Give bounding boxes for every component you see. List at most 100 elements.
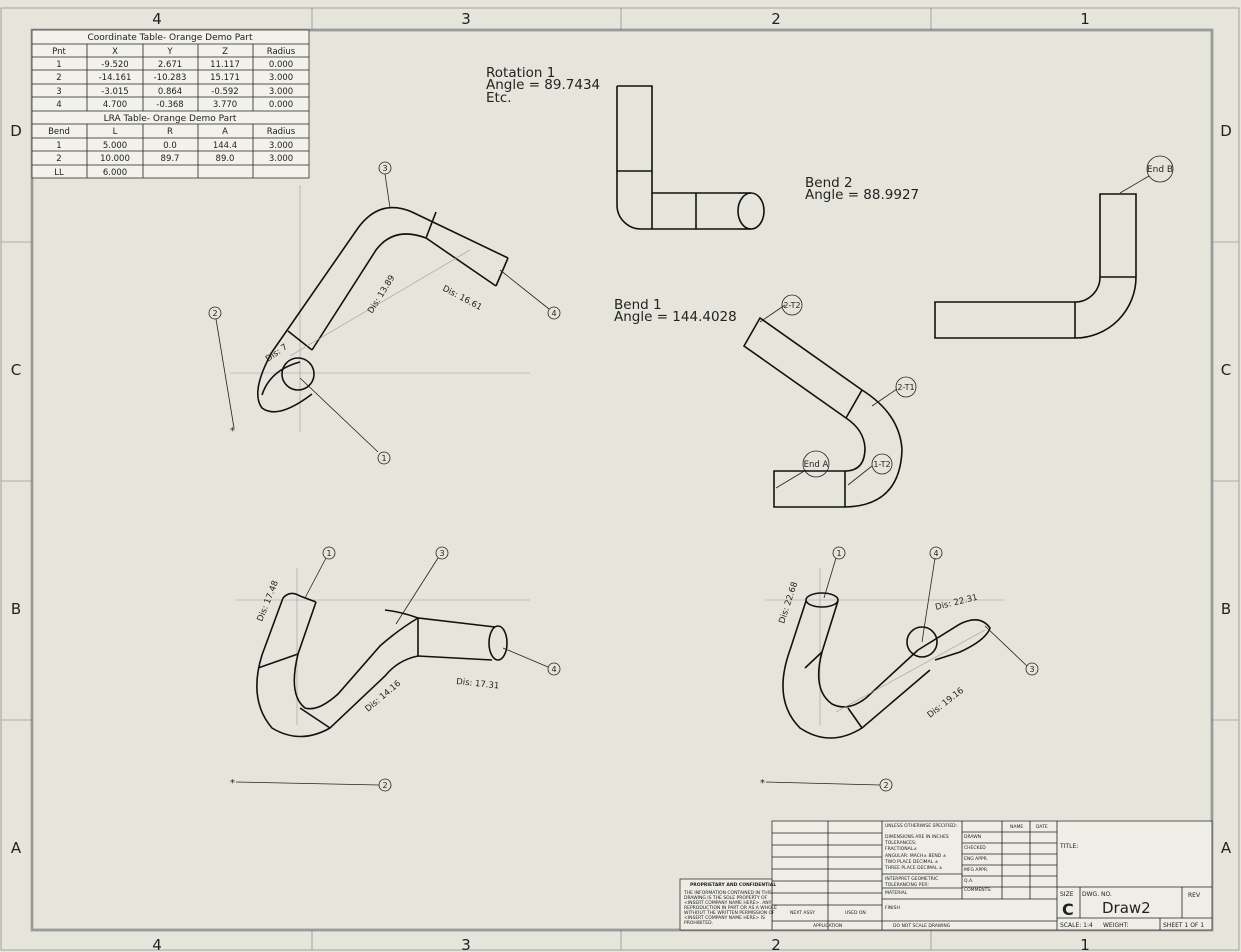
table-cell: 3.000 (269, 154, 293, 164)
balloon-2-t1-label: 2-T1 (897, 383, 914, 392)
note-rotation-title: Rotation 1 (486, 65, 555, 81)
balloon-1[interactable] (832, 546, 846, 560)
balloon-2[interactable] (208, 306, 222, 320)
balloon-2-t2[interactable] (781, 294, 803, 316)
tb-dims-in: DIMENSIONS ARE IN INCHES (885, 834, 949, 840)
coord-header-z: Z (222, 47, 228, 57)
table-cell: -14.161 (99, 73, 132, 83)
zone-right-a: A (1221, 839, 1232, 857)
lra-header-r: R (167, 127, 173, 137)
balloon-1-label: 1 (836, 549, 841, 558)
note-rotation-etc: Etc. (486, 90, 512, 106)
table-cell: 3.000 (269, 141, 293, 151)
tb-interpret: INTERPRET GEOMETRIC (885, 876, 938, 882)
balloon-2[interactable] (879, 778, 893, 792)
balloon-4[interactable] (929, 546, 943, 560)
dim-label: Dis: 17.31 (456, 677, 500, 691)
view-top-l[interactable] (616, 85, 765, 230)
table-cell: 0.000 (269, 60, 293, 70)
outer-border (0, 7, 1240, 951)
balloon-2[interactable] (378, 778, 392, 792)
table-cell: 1 (56, 141, 61, 151)
table-cell: 11.117 (210, 60, 240, 70)
view-bottom-left[interactable]: 1 * 2 3 4 Dis: 17.48 Dis: 14.16 Dis: 17.… (230, 546, 561, 792)
table-cell: 3.000 (269, 87, 293, 97)
tb-dwg-no-label: DWG. NO. (1082, 891, 1112, 898)
lra-header-a: A (222, 127, 228, 137)
balloon-end-b[interactable] (1146, 155, 1174, 183)
table-cell: LL (54, 168, 64, 178)
zone-bottom-4: 4 (152, 936, 162, 952)
tb-angular: ANGULAR: MACH± BEND ± (885, 853, 947, 859)
tb-three-place: THREE PLACE DECIMAL ± (884, 865, 943, 871)
balloon-end-a[interactable] (802, 450, 830, 478)
table-cell: 0.0 (163, 141, 177, 151)
balloon-1[interactable] (377, 451, 391, 465)
table-cell: 4.700 (103, 100, 127, 110)
zone-left-b: B (11, 600, 21, 618)
dim-label: Dis: 22.31 (934, 593, 978, 613)
table-cell: -0.368 (156, 100, 183, 110)
tb-prop-line: REPRODUCTION IN PART OR AS A WHOLE (684, 905, 777, 911)
tb-used-on: USED ON (845, 910, 866, 916)
tb-comments: COMMENTS: (964, 887, 992, 893)
balloon-1-label: 1 (381, 454, 386, 463)
zone-top-4: 4 (152, 10, 162, 28)
balloon-3[interactable] (435, 546, 449, 560)
dim-label: Dis: 13.89 (366, 274, 397, 316)
tb-eng-appr: ENG APPR. (964, 856, 988, 862)
zone-left-a: A (11, 839, 22, 857)
note-bend1-angle: Angle = 144.4028 (614, 309, 737, 325)
tb-sheet: SHEET 1 OF 1 (1163, 922, 1204, 929)
dim-label: Dis: 16.61 (441, 284, 484, 313)
table-cell: 0.864 (158, 87, 182, 97)
balloon-2-t2-label: 2-T2 (783, 301, 800, 310)
table-cell: -9.520 (101, 60, 128, 70)
view-right-l[interactable]: End B (934, 155, 1174, 339)
zone-right-d: D (1220, 122, 1232, 140)
tb-prop-line: <INSERT COMPANY NAME HERE>. ANY (684, 900, 772, 906)
zone-top-2: 2 (771, 10, 781, 28)
table-cell: 6.000 (103, 168, 127, 178)
balloon-3-label: 3 (382, 164, 387, 173)
tb-prop-line: <INSERT COMPANY NAME HERE> IS (684, 915, 765, 921)
zone-bottom-2: 2 (771, 936, 781, 952)
lra-header-l: L (113, 127, 118, 137)
view-bottom-right[interactable]: 1 * 2 3 4 Dis: 22.68 Dis: 22.31 Dis: 19.… (760, 546, 1039, 792)
view-bend[interactable]: 2-T2 2-T1 1-T2 End A (742, 294, 917, 508)
coordinate-table[interactable]: Coordinate Table- Orange Demo Part Pnt X… (31, 29, 310, 179)
coord-header-radius: Radius (267, 47, 296, 57)
view-iso[interactable]: 1 * 2 3 4 Dis: 13.89 Dis: 16.61 Dis: 7 (208, 161, 561, 465)
lra-header-radius: Radius (267, 127, 296, 137)
tb-scale: SCALE: 1:4 (1060, 922, 1093, 929)
dim-label: Dis: 17.48 (256, 579, 281, 623)
balloon-2-t1[interactable] (895, 376, 917, 398)
tb-prop-line: DRAWING IS THE SOLE PROPERTY OF (684, 895, 768, 901)
balloon-1[interactable] (322, 546, 336, 560)
balloon-3[interactable] (378, 161, 392, 175)
balloon-3[interactable] (1025, 662, 1039, 676)
title-block[interactable]: UNLESS OTHERWISE SPECIFIED: NAME DATE DI… (679, 820, 1213, 931)
balloon-end-b-label: End B (1147, 165, 1173, 175)
balloon-1-t2[interactable] (871, 453, 893, 475)
point-marker: * (760, 778, 765, 789)
balloon-4-label: 4 (933, 549, 938, 558)
coord-table-title: Coordinate Table- Orange Demo Part (87, 33, 253, 43)
tb-weight: WEIGHT: (1103, 922, 1129, 929)
balloon-4[interactable] (547, 662, 561, 676)
table-cell: 5.000 (103, 141, 127, 151)
tb-prop-title: PROPRIETARY AND CONFIDENTIAL (690, 882, 776, 888)
table-cell: 10.000 (100, 154, 130, 164)
balloon-4-label: 4 (551, 665, 556, 674)
balloon-4[interactable] (547, 306, 561, 320)
table-cell: 89.0 (216, 154, 235, 164)
tb-mfg-appr: MFG APPR. (964, 867, 988, 873)
table-cell: 3.000 (269, 73, 293, 83)
balloon-1-t2-label: 1-T2 (873, 460, 890, 469)
table-cell: 2 (56, 73, 61, 83)
balloon-3-label: 3 (1029, 665, 1034, 674)
tb-qa: Q.A. (964, 878, 973, 884)
tb-size-label: SIZE (1060, 891, 1074, 898)
dim-label: Dis: 19.16 (926, 686, 966, 721)
